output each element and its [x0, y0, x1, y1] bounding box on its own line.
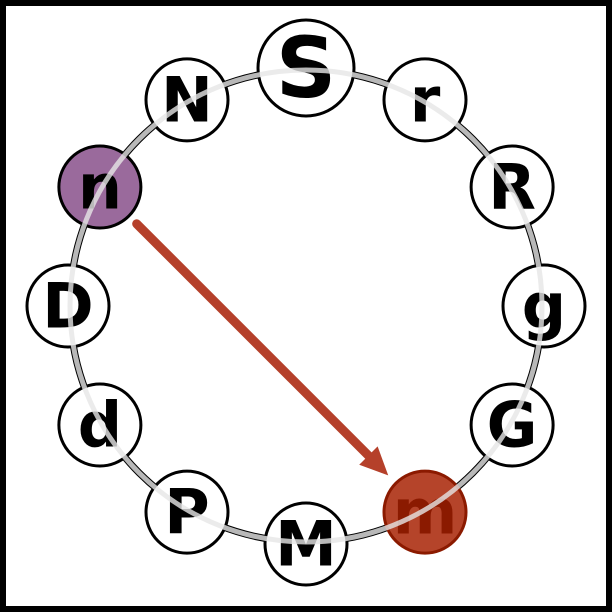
arrow-shaft — [132, 219, 373, 461]
arrow — [132, 219, 389, 476]
node-N: N — [144, 57, 230, 143]
arrow-head — [359, 446, 389, 476]
ring-overlay — [67, 67, 545, 545]
node-r: r — [382, 57, 468, 143]
